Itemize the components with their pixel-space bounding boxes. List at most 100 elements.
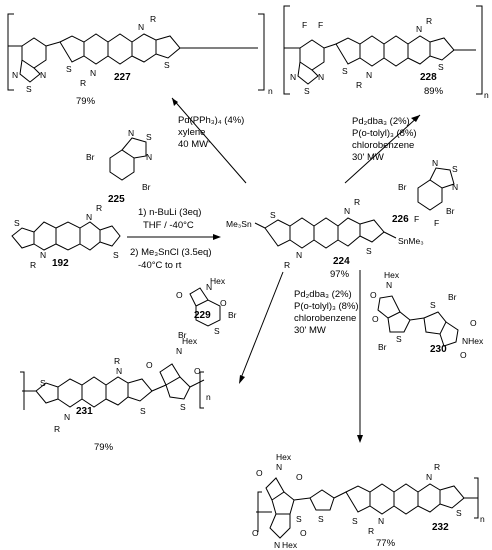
atom-r: R	[284, 260, 290, 270]
atom-br: Br	[178, 330, 187, 340]
atom-n: N	[40, 250, 46, 260]
atom-n: N	[290, 72, 296, 82]
snme3-group: SnMe₃	[398, 236, 424, 246]
atom-s: S	[214, 326, 220, 336]
atom-n: N	[274, 540, 280, 550]
atom-n: N	[378, 516, 384, 526]
atom-f: F	[302, 20, 307, 30]
atom-s: S	[396, 334, 402, 344]
me3sn-group: Me₃Sn	[226, 219, 252, 229]
nhex-group: NHex	[462, 336, 484, 346]
condition-line: chlorobenzene	[352, 140, 414, 151]
atom-f: F	[318, 20, 323, 30]
yield-231: 79%	[94, 442, 114, 453]
atom-r: R	[150, 14, 156, 24]
atom-n: N	[452, 182, 458, 192]
atom-n: N	[116, 366, 122, 376]
atom-o: O	[370, 290, 377, 300]
atom-o: O	[220, 298, 227, 308]
compound-number-232: 232	[432, 522, 449, 533]
compound-number-228: 228	[420, 72, 437, 83]
atom-s: S	[304, 86, 310, 96]
atom-n: N	[176, 346, 182, 356]
atom-n: N	[432, 158, 438, 168]
compound-229: O O N Hex S Br Br 229	[176, 276, 237, 340]
polymer-231: S S S N R N R O N Hex O n 231 79%	[20, 336, 211, 453]
compound-192: S S N R N R 192	[11, 203, 121, 270]
condition-line: P(o-tolyl)₃ (8%)	[352, 128, 417, 139]
stille-conditions-a: Pd(PPh₃)₄ (4%) xylene 40 MW'	[178, 115, 244, 150]
atom-s: S	[40, 378, 46, 388]
atom-s: S	[352, 516, 358, 526]
condition-line: 30' MW	[294, 325, 326, 336]
stille-conditions-c: Pd₂dba₃ (2%) P(o-tolyl)₃ (8%) chlorobenz…	[294, 289, 359, 336]
atom-o: O	[372, 314, 379, 324]
repeat-n: n	[268, 86, 273, 96]
repeat-n: n	[484, 90, 489, 100]
condition-line: Pd₂dba₃ (2%)	[294, 289, 352, 300]
condition-line: Pd₂dba₃ (2%)	[352, 116, 410, 127]
polymer-232: n O N Hex O S O N Hex O S S S N R N R 23…	[252, 452, 485, 550]
yield-224: 97%	[330, 269, 350, 280]
polymer-227: n N S N S S N R N R 227 79%	[7, 13, 273, 107]
stille-conditions-b: Pd₂dba₃ (2%) P(o-tolyl)₃ (8%) chlorobenz…	[352, 116, 417, 163]
atom-s: S	[342, 66, 348, 76]
hex-group: Hex	[384, 270, 400, 280]
atom-o: O	[194, 366, 201, 376]
condition-line: THF / -40°C	[143, 220, 194, 231]
compound-number-229: 229	[194, 310, 211, 321]
atom-n: N	[40, 70, 46, 80]
condition-line: Pd(PPh₃)₄ (4%)	[178, 115, 244, 126]
compound-224: Me₃Sn SnMe₃ S S N R N R 224 97%	[226, 197, 424, 280]
atom-s: S	[14, 218, 20, 228]
atom-n: N	[86, 212, 92, 222]
atom-n: N	[276, 462, 282, 472]
atom-n: N	[138, 22, 144, 32]
condition-line: chlorobenzene	[294, 313, 356, 324]
atom-r: R	[354, 197, 360, 207]
condition-line: xylene	[178, 127, 205, 138]
atom-r: R	[80, 78, 86, 88]
compound-number-231: 231	[76, 406, 93, 417]
atom-o: O	[146, 360, 153, 370]
stannylation-conditions: 1) n-BuLi (3eq) THF / -40°C 2) Me₃SnCl (…	[130, 207, 211, 271]
atom-s: S	[318, 514, 324, 524]
atom-s: S	[296, 514, 302, 524]
condition-line: 40 MW'	[178, 139, 210, 150]
atom-s: S	[26, 84, 32, 94]
condition-line: 30' MW	[352, 152, 384, 163]
atom-n: N	[426, 472, 432, 482]
reaction-arrows	[127, 97, 421, 443]
atom-r: R	[434, 462, 440, 472]
atom-o: O	[296, 472, 303, 482]
atom-s: S	[270, 210, 276, 220]
atom-r: R	[368, 526, 374, 536]
atom-r: R	[54, 424, 60, 434]
compound-226: N S N Br Br F F 226	[392, 158, 458, 228]
compound-number-224: 224	[333, 256, 350, 267]
atom-s: S	[456, 508, 462, 518]
atom-n: N	[12, 70, 18, 80]
compound-number-192: 192	[52, 258, 69, 269]
atom-s: S	[452, 164, 458, 174]
atom-s: S	[66, 64, 72, 74]
atom-s: S	[164, 60, 170, 70]
compound-number-230: 230	[430, 344, 447, 355]
atom-s: S	[140, 406, 146, 416]
compound-number-226: 226	[392, 214, 409, 225]
atom-n: N	[344, 206, 350, 216]
atom-n: N	[128, 128, 134, 138]
atom-n: N	[206, 282, 212, 292]
atom-s: S	[180, 402, 186, 412]
hex-group: Hex	[210, 276, 226, 286]
repeat-n: n	[480, 514, 485, 524]
yield-227: 79%	[76, 96, 96, 107]
hex-group: Hex	[282, 540, 298, 550]
atom-s: S	[113, 250, 119, 260]
atom-br: Br	[398, 182, 407, 192]
condition-line: P(o-tolyl)₃ (8%)	[294, 301, 359, 312]
atom-n: N	[296, 250, 302, 260]
compound-number-227: 227	[114, 72, 131, 83]
atom-r: R	[96, 203, 102, 213]
